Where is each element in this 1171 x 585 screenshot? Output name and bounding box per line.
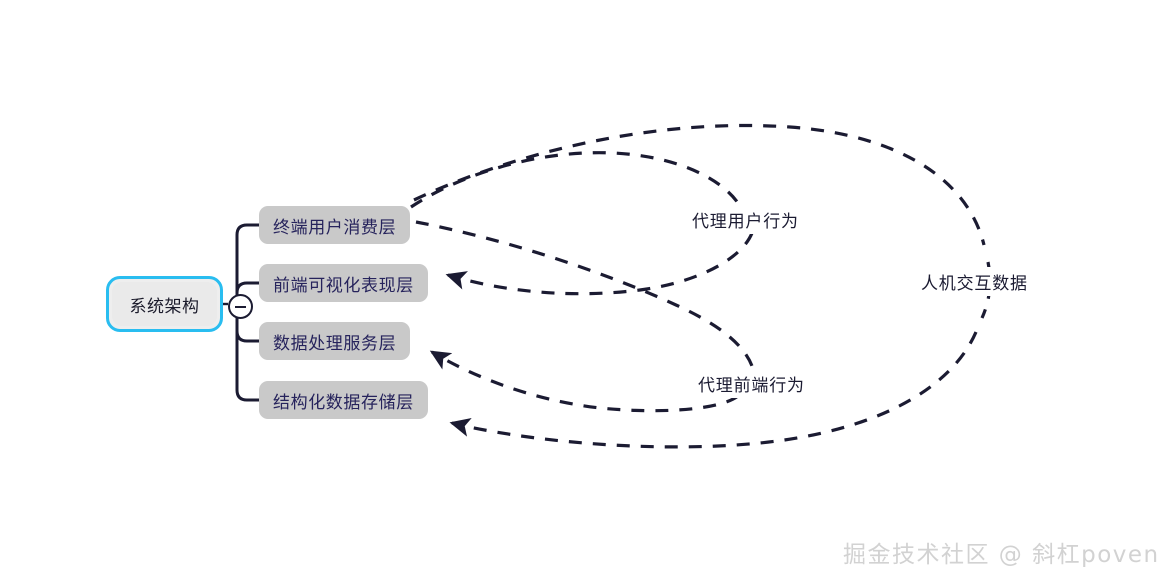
- root-node-label: 系统架构: [112, 282, 217, 326]
- root-node[interactable]: 系统架构: [106, 276, 223, 332]
- collapse-toggle-button[interactable]: [228, 294, 253, 319]
- child-node-end-user-consumption[interactable]: 终端用户消费层: [259, 206, 411, 244]
- watermark: 掘金技术社区 @ 斜杠poven: [843, 542, 1160, 568]
- relation-label-human-machine-data[interactable]: 人机交互数据: [915, 267, 1034, 296]
- relation-label-agent-frontend-behavior[interactable]: 代理前端行为: [692, 369, 811, 398]
- child-node-frontend-visualization[interactable]: 前端可视化表现层: [259, 264, 428, 302]
- child-node-data-processing-service[interactable]: 数据处理服务层: [259, 322, 411, 360]
- relation-label-agent-user-behavior[interactable]: 代理用户行为: [686, 205, 805, 234]
- relation-edge-human-machine-data: [413, 123, 992, 449]
- child-node-structured-data-storage[interactable]: 结构化数据存储层: [259, 381, 428, 419]
